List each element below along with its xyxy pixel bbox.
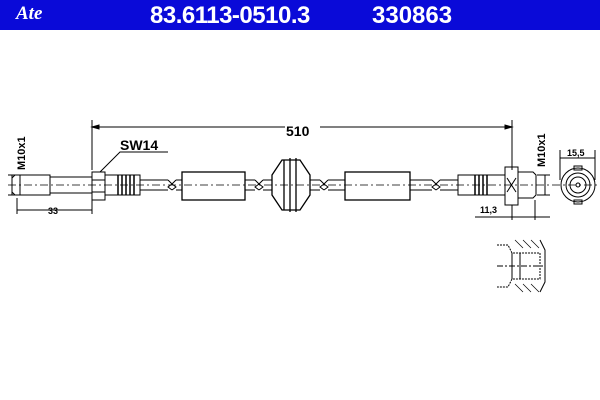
- left-length-dimension: 33: [16, 198, 93, 216]
- grommet: [271, 159, 311, 211]
- wrench-size-label: SW14: [120, 137, 158, 153]
- left-thread-dimension: M10x1: [8, 136, 28, 196]
- hose: [140, 158, 458, 212]
- end-view: 15,5: [559, 148, 596, 205]
- right-length-dimension: 11,3: [475, 200, 550, 220]
- length-label: 510: [286, 123, 310, 139]
- end-view-label: 15,5: [567, 148, 585, 158]
- port-section-view: [497, 239, 546, 293]
- right-thread-dimension: M10x1: [536, 133, 550, 196]
- title-bar: Ate 83.6113-0510.3 330863: [0, 0, 600, 30]
- article-code: 330863: [372, 2, 453, 29]
- right-thread-label: M10x1: [536, 133, 548, 167]
- part-number: 83.6113-0510.3: [150, 2, 310, 29]
- wrench-size-callout: SW14: [99, 137, 168, 173]
- left-length-label: 33: [48, 206, 58, 216]
- ate-logo: Ate: [16, 3, 43, 24]
- left-thread-label: M10x1: [16, 136, 28, 170]
- length-dimension: 510: [90, 120, 514, 170]
- left-fitting: [11, 171, 141, 201]
- right-fitting: [457, 166, 537, 206]
- right-length-label: 11,3: [480, 205, 497, 215]
